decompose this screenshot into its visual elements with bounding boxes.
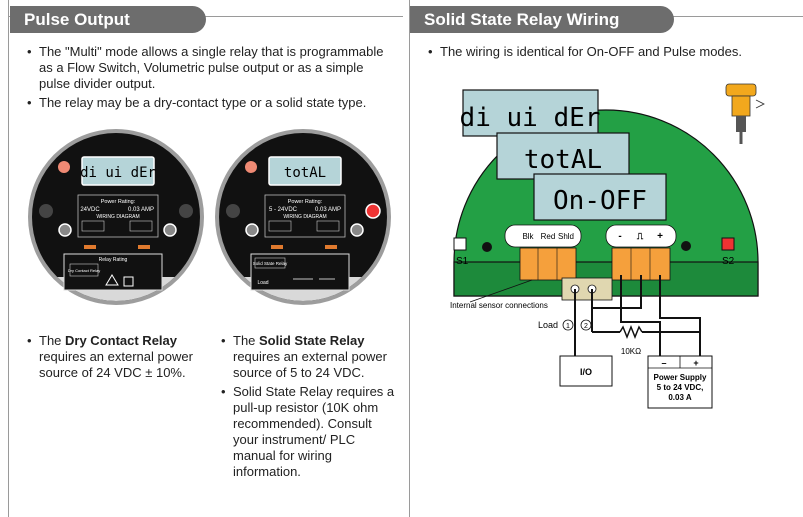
lcd-display-2 [496,132,630,180]
section-title: Solid State Relay Wiring [410,6,674,33]
dry-contact-meter-illustration: di ui dEr Power Rating: 24VDC 0.03 AMP W… [28,129,204,305]
section-title: Pulse Output [10,6,206,33]
power-rating-title: Power Rating: [101,199,136,205]
resistor-icon [619,324,643,340]
circle-2-label: 2 [584,323,588,330]
lcd-display-3 [533,173,667,221]
lcd-text: totAL [284,165,326,181]
terminal-block [138,245,150,249]
intro-bullets: The "Multi" mode allows a single relay t… [26,44,396,114]
wires [574,275,701,356]
screw-icon [482,242,492,252]
terminal-pulse: ⎍ [637,231,644,241]
io-label: I/O [580,367,592,377]
button-icon [163,223,177,237]
flow-sensor-icon [725,83,765,144]
load-label: Load [257,280,268,286]
output-terminal-block [611,247,671,281]
terminal-blk: Blk [522,232,534,241]
pulse-output-section: Pulse Output The "Multi" mode allows a s… [0,0,405,517]
sensor-label: Internal sensor connections [450,301,548,310]
ground-icon [123,276,134,287]
screw-icon [681,241,691,251]
power-rating-value: 24VDC [80,207,100,213]
relay-rating-title: Relay Rating [99,257,128,263]
lcd-text: di ui dEr [80,165,156,181]
power-rating-current: 0.03 AMP [315,207,341,213]
bullet-wiring-identical: The wiring is identical for On-OFF and P… [427,44,797,60]
lcd-text-3: On-OFF [553,186,647,216]
wiring-bullets: The wiring is identical for On-OFF and P… [427,44,797,63]
power-rating-current: 0.03 AMP [128,207,154,213]
psu-minus: – [661,358,666,368]
circle-1-label: 1 [566,323,570,330]
screw-icon [179,204,193,218]
resistor-label: 10KΩ [621,347,641,356]
lcd-display [268,156,342,186]
psu-plus: + [693,358,698,368]
solid-state-bullets: The Solid State Relay requires an extern… [220,333,396,483]
lcd-display [81,156,155,186]
screw-icon [39,204,53,218]
relay-rating-box [250,253,350,291]
warning-icon [105,274,119,286]
psu-line-1: Power Supply [654,373,707,382]
connector-block [561,277,613,301]
s2-label: S2 [722,256,735,267]
bullet-solid-state: The Solid State Relay requires an extern… [220,333,396,381]
terminal-plus: + [657,231,663,242]
sensor-terminal-block [519,247,577,281]
relay-rating-box [63,253,163,291]
relay-box-label: Dry Contact Relay [68,268,100,273]
io-box [559,355,613,387]
wiring-diagram-title: WIRING DIAGRAM [283,214,326,220]
button-icon [58,223,72,237]
bullet-multi-mode: The "Multi" mode allows a single relay t… [26,44,396,92]
terminal-block [84,245,96,249]
bullet-pull-up: Solid State Relay requires a pull-up res… [220,384,396,480]
load-label: Load [538,320,558,330]
terminal-minus: - [618,231,621,242]
indicator-led-icon [245,161,257,173]
lcd-text-1: di ui dEr [460,103,601,133]
wiring-diagram: di ui dEr totAL On-OFF S1 S2 Blk Red Shl… [450,83,765,409]
terminal-shld: Shld [558,232,574,241]
terminal-red: Red [541,232,556,241]
power-rating-title: Power Rating: [288,199,323,205]
relay-box-label: Solid State Relay [253,261,288,266]
wiring-diagram-title: WIRING DIAGRAM [96,214,139,220]
psu-line-3: 0.03 A [668,393,691,402]
s2-switch-icon [721,237,735,251]
s1-label: S1 [456,256,469,267]
lcd-display-1 [462,89,599,137]
bullet-relay-type: The relay may be a dry-contact type or a… [26,95,396,111]
dry-contact-bullets: The Dry Contact Relay requires an extern… [26,333,216,384]
bullet-dry-contact: The Dry Contact Relay requires an extern… [26,333,216,381]
rating-box [77,194,159,238]
left-border [8,0,9,517]
power-rating-value: 5 - 24VDC [269,207,298,213]
indicator-led-icon [58,161,70,173]
solid-state-meter-illustration: totAL Power Rating: 5 - 24VDC 0.03 AMP W… [215,129,391,305]
lcd-text-2: totAL [524,145,602,175]
solid-state-wiring-section: Solid State Relay Wiring The wiring is i… [410,0,803,517]
s1-switch-icon [453,237,467,251]
column-divider [409,0,410,517]
psu-line-2: 5 to 24 VDC, [657,383,704,392]
red-led-icon [365,203,381,219]
